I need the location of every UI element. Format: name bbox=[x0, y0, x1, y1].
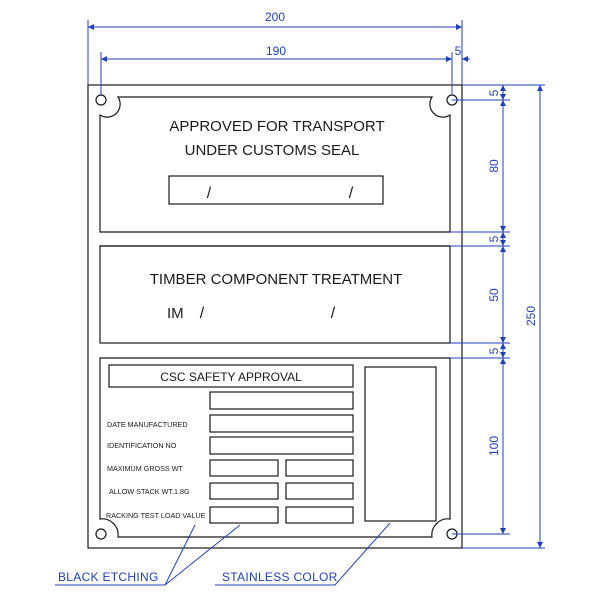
dim-label-5c: 5 bbox=[487, 347, 501, 354]
customs-number-box bbox=[168, 175, 384, 205]
row-label-gross: MAXIMUM GROSS WT bbox=[107, 464, 183, 473]
row-label-id: IDENTIFICATION NO bbox=[107, 441, 177, 450]
csc-title-box bbox=[108, 364, 354, 388]
plate bbox=[87, 84, 463, 549]
dimensions bbox=[55, 20, 545, 586]
mounting-hole-icon bbox=[95, 528, 107, 540]
note-black-etching: BLACK ETCHING bbox=[58, 570, 159, 584]
customs-title-line1: APPROVED FOR TRANSPORT bbox=[169, 118, 384, 135]
timber-title: TIMBER COMPONENT TREATMENT bbox=[150, 271, 403, 288]
timber-im-prefix: IM bbox=[167, 305, 184, 322]
middle-panel-outline bbox=[99, 245, 451, 344]
dim-label-5b: 5 bbox=[487, 235, 501, 242]
dim-label-80: 80 bbox=[487, 159, 501, 173]
row-label-date: DATE MANUFACTURED bbox=[107, 420, 188, 429]
row-label-stack: ALLOW STACK WT.1.8G bbox=[109, 487, 190, 496]
customs-slash-right: / bbox=[349, 185, 354, 202]
field-box-stack-b bbox=[285, 482, 354, 500]
bottom-panel-outline bbox=[99, 357, 451, 538]
field-box-date bbox=[209, 414, 354, 433]
field-box-top bbox=[209, 391, 354, 410]
dim-label-50: 50 bbox=[487, 288, 501, 302]
mounting-hole-icon bbox=[95, 94, 107, 106]
stainless-window bbox=[364, 366, 437, 522]
timber-slash-right: / bbox=[331, 305, 336, 322]
field-box-racking-a bbox=[209, 506, 279, 524]
leader-stainless bbox=[215, 522, 391, 586]
note-stainless-color: STAINLESS COLOR bbox=[222, 570, 338, 584]
field-box-gross-b bbox=[285, 459, 354, 477]
field-box-racking-b bbox=[285, 506, 354, 524]
dim-label-190: 190 bbox=[266, 44, 286, 58]
csc-title: CSC SAFETY APPROVAL bbox=[160, 370, 302, 384]
leader-black-etching-b bbox=[164, 524, 241, 586]
dim-label-5-top: 5 bbox=[455, 44, 462, 58]
field-box-gross-a bbox=[209, 459, 279, 477]
plate-outline bbox=[87, 84, 463, 549]
dim-label-250: 250 bbox=[524, 306, 538, 326]
timber-slash-left: / bbox=[200, 305, 205, 322]
dim-label-100: 100 bbox=[487, 436, 501, 456]
field-box-id bbox=[209, 436, 354, 455]
field-box-stack-a bbox=[209, 482, 279, 500]
customs-slash-left: / bbox=[207, 185, 212, 202]
dim-label-200: 200 bbox=[265, 10, 285, 24]
row-label-racking: RACKING TEST LOAD VALUE bbox=[106, 511, 206, 520]
customs-title-line2: UNDER CUSTOMS SEAL bbox=[185, 142, 360, 159]
dim-label-5a: 5 bbox=[487, 89, 501, 96]
